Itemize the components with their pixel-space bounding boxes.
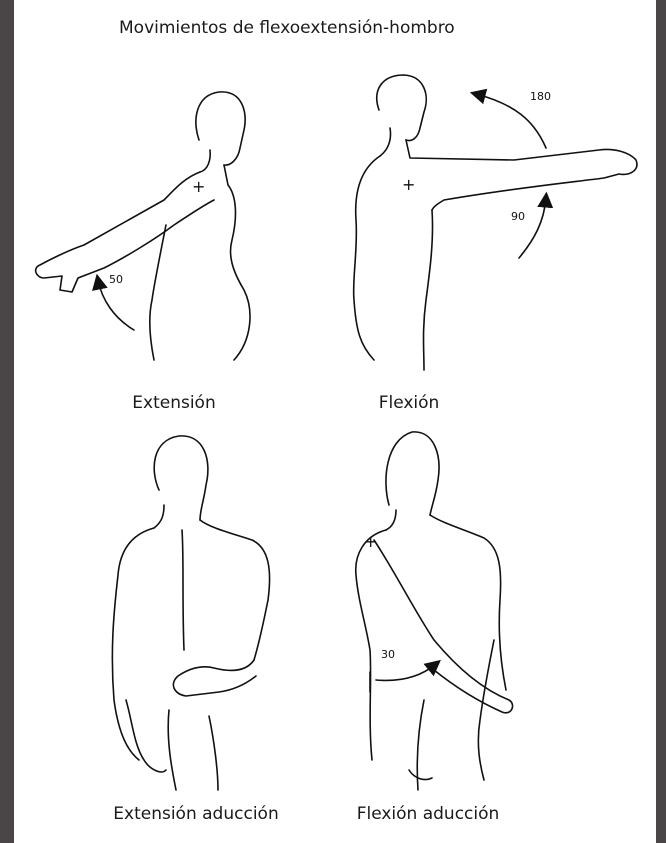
caption-extension: Extensión (132, 393, 215, 413)
angle-label: 90 (511, 210, 525, 223)
flexion-arc-arrow-lower (519, 198, 546, 258)
angle-label: 30 (381, 648, 395, 661)
shoulder-pivot-marker: + (192, 177, 205, 196)
adduction-arc-arrow (376, 664, 436, 680)
caption-flexion: Flexión (379, 393, 440, 413)
flexion-adduction-figure: + 30 (356, 432, 513, 790)
extension-figure: + 50 (36, 92, 250, 360)
shoulder-pivot-marker: + (364, 532, 377, 551)
angle-label: 180 (530, 90, 551, 103)
caption-extension-adduction: Extensión aducción (113, 804, 278, 824)
caption-flexion-adduction: Flexión aducción (357, 804, 500, 824)
figure-page: Movimientos de flexoextensión-hombro + 5… (14, 0, 656, 843)
extension-adduction-figure (112, 436, 269, 790)
extension-arc-arrow (98, 280, 134, 330)
shoulder-pivot-marker: + (402, 175, 415, 194)
flexion-figure: + 180 90 (354, 75, 637, 370)
illustrations: + 50 + 180 90 (14, 0, 656, 843)
angle-label: 50 (109, 273, 123, 286)
